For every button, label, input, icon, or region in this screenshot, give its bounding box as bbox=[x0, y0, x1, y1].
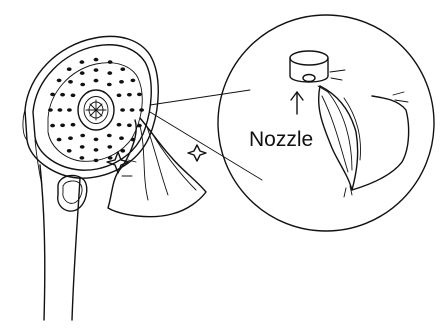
spray-hole bbox=[58, 108, 63, 112]
spray-hole bbox=[127, 124, 132, 128]
spray-hole bbox=[50, 124, 55, 128]
spray-hole bbox=[108, 60, 113, 64]
spray-hole bbox=[94, 148, 99, 152]
spray-hole bbox=[80, 145, 85, 149]
spray-hole bbox=[117, 123, 122, 127]
spray-hole bbox=[107, 71, 112, 75]
spray-hole bbox=[71, 123, 76, 127]
spray-hole bbox=[137, 93, 142, 97]
spray-hole bbox=[48, 108, 53, 112]
spray-hole bbox=[68, 80, 73, 84]
spray-hole bbox=[130, 108, 135, 112]
spray-hole bbox=[108, 156, 113, 160]
spray-hole bbox=[68, 136, 73, 140]
spray-hole bbox=[139, 108, 144, 112]
cloth-icon bbox=[319, 86, 409, 197]
spray-hole bbox=[80, 134, 85, 138]
spray-hole bbox=[60, 93, 65, 97]
spray-hole bbox=[120, 67, 125, 71]
spray-hole bbox=[57, 79, 62, 83]
spray-hole bbox=[50, 93, 55, 97]
spray-hole bbox=[107, 134, 112, 138]
spray-hole bbox=[67, 149, 72, 153]
spray-hole bbox=[94, 138, 99, 142]
spray-hole bbox=[94, 58, 99, 62]
spray-hole bbox=[94, 159, 99, 163]
spray-hole bbox=[57, 138, 62, 142]
spray-hole bbox=[80, 60, 85, 64]
callout-circle bbox=[218, 15, 434, 231]
spray-hole bbox=[67, 108, 72, 112]
spray-hole bbox=[94, 79, 99, 83]
spray-hole bbox=[80, 71, 85, 75]
spray-hole bbox=[117, 94, 122, 98]
spray-hole bbox=[71, 94, 76, 98]
spray-hole bbox=[80, 83, 85, 87]
spray-hole bbox=[131, 79, 136, 83]
spray-hole bbox=[137, 124, 142, 128]
spray-hole bbox=[80, 156, 85, 160]
shower-head-icon bbox=[23, 36, 158, 320]
spray-hole bbox=[127, 93, 132, 97]
spray-hole bbox=[67, 67, 72, 71]
spray-hole bbox=[119, 80, 124, 84]
spray-hole bbox=[60, 124, 65, 128]
spray-hole bbox=[107, 83, 112, 87]
nozzle-label: Nozzle bbox=[249, 128, 313, 152]
arrow-icon bbox=[291, 92, 303, 114]
spray-hole bbox=[119, 136, 124, 140]
spray-hole bbox=[94, 68, 99, 72]
spray-hole bbox=[120, 108, 125, 112]
nozzle-icon bbox=[290, 51, 345, 92]
spray-hole bbox=[107, 145, 112, 149]
spray-hole bbox=[120, 149, 125, 153]
